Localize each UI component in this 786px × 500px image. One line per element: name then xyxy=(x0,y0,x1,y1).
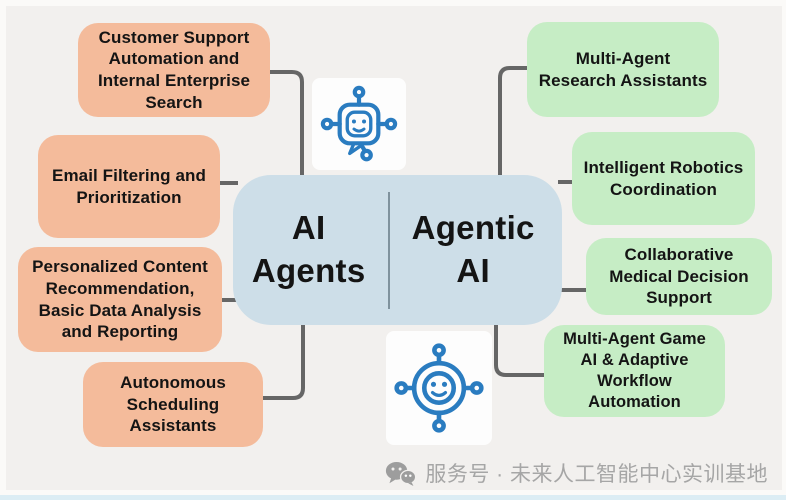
right-box-robotics-coordination: Intelligent Robotics Coordination xyxy=(572,132,755,225)
right-box-game-ai: Multi-Agent Game AI & Adaptive Workflow … xyxy=(544,325,725,417)
bottom-strip xyxy=(0,495,786,500)
chat-bot-icon xyxy=(320,85,398,162)
left-box-email-filtering: Email Filtering and Prioritization xyxy=(38,135,220,238)
chat-bot-icon-card xyxy=(312,78,406,170)
watermark: 服务号 · 未来人工智能中心实训基地 xyxy=(385,458,768,488)
center-label-agentic-ai: Agentic AI xyxy=(411,209,535,289)
left-box-autonomous-scheduling: Autonomous Scheduling Assistants xyxy=(83,362,263,447)
connector-research-assistants xyxy=(498,66,529,178)
connector-game-ai xyxy=(494,322,546,377)
right-box-research-assistants: Multi-Agent Research Assistants xyxy=(527,22,719,117)
left-box-customer-support: Customer Support Automation and Internal… xyxy=(78,23,270,117)
connector-customer-support xyxy=(270,70,304,178)
connector-autonomous-scheduling xyxy=(261,322,305,400)
center-label-ai-agents: AI Agents xyxy=(251,209,366,289)
center-title-box: AI Agents Agentic AI xyxy=(233,175,562,325)
watermark-text: 服务号 · 未来人工智能中心实训基地 xyxy=(425,463,768,486)
right-box-medical-decision: Collaborative Medical Decision Support xyxy=(586,238,772,315)
circle-bot-icon xyxy=(394,343,484,433)
wechat-icon xyxy=(386,461,417,486)
center-divider xyxy=(387,191,391,309)
circle-bot-icon-card xyxy=(386,331,492,445)
left-box-personalized-content: Personalized Content Recommendation, Bas… xyxy=(18,247,222,352)
